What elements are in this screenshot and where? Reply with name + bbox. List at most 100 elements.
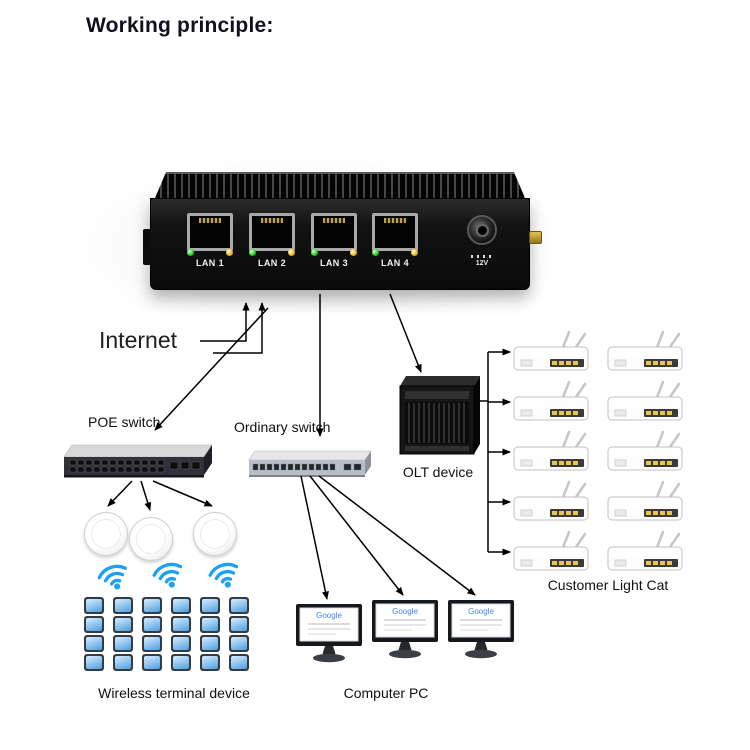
router-device: LAN 1 LAN 2 LAN 3 LAN 4 1 — [143, 172, 542, 290]
monitor-screen-text: Google — [468, 607, 494, 616]
cpe-router-graphic — [512, 530, 592, 574]
phone-screen — [173, 618, 189, 631]
phone-icon — [229, 654, 249, 671]
mount-tab — [143, 229, 151, 265]
phone-icon — [113, 635, 133, 652]
internet-label: Internet — [99, 327, 177, 353]
phone-icon — [229, 616, 249, 633]
access-point-icon — [129, 517, 173, 561]
phone-screen — [115, 656, 131, 669]
port-label: LAN 1 — [195, 258, 224, 268]
phone-icon — [229, 597, 249, 614]
phone-icon — [200, 616, 220, 633]
cpe-router-graphic — [512, 480, 592, 524]
phone-icon — [113, 597, 133, 614]
phone-screen — [231, 599, 247, 612]
phone-screen — [115, 599, 131, 612]
led-green-icon — [249, 249, 256, 256]
cpe-router-icon — [513, 380, 589, 421]
phone-icon — [142, 597, 162, 614]
poe-switch-label: POE switch — [88, 414, 161, 430]
port-label: LAN 4 — [380, 258, 409, 268]
page-title: Working principle: — [86, 14, 274, 37]
port-pins-icon — [383, 218, 407, 223]
lan-port-3: LAN 3 — [311, 213, 357, 268]
phone-screen — [86, 656, 102, 669]
power-jack-icon — [467, 215, 497, 245]
phone-icon — [113, 654, 133, 671]
led-amber-icon — [350, 249, 357, 256]
monitor-screen-text: Google — [392, 607, 418, 616]
phone-icon — [200, 635, 220, 652]
cpe-router-graphic — [606, 530, 686, 574]
phone-screen — [231, 656, 247, 669]
port-label: LAN 3 — [319, 258, 348, 268]
phone-screen — [86, 618, 102, 631]
led-amber-icon — [226, 249, 233, 256]
cpe-router-icon — [513, 330, 589, 371]
phone-icon — [84, 635, 104, 652]
wifi-icon — [97, 564, 127, 590]
phone-icon — [200, 654, 220, 671]
monitor-screen-text: Google — [316, 611, 342, 620]
phone-icon — [84, 654, 104, 671]
phone-icon — [142, 616, 162, 633]
monitor-icon: Google — [296, 604, 362, 663]
router-front-panel: LAN 1 LAN 2 LAN 3 LAN 4 1 — [143, 198, 542, 290]
led-amber-icon — [411, 249, 418, 256]
cpe-router-graphic — [512, 430, 592, 474]
phone-screen — [86, 637, 102, 650]
phone-screen — [173, 599, 189, 612]
led-green-icon — [187, 249, 194, 256]
phone-screen — [231, 637, 247, 650]
cpe-router-graphic — [606, 480, 686, 524]
cpe-router-icon — [607, 330, 683, 371]
access-point-icon — [84, 512, 128, 556]
lan-port-1: LAN 1 — [187, 213, 233, 268]
cpe-router-icon — [607, 430, 683, 471]
phone-icon — [171, 597, 191, 614]
led-green-icon — [372, 249, 379, 256]
phone-icon — [142, 654, 162, 671]
phone-screen — [202, 618, 218, 631]
heatsink-fins-icon — [155, 172, 525, 198]
cpe-router-graphic — [512, 330, 592, 374]
phone-screen — [144, 637, 160, 650]
phone-screen — [231, 618, 247, 631]
power-label: 12V — [475, 260, 489, 267]
port-pins-icon — [198, 218, 222, 223]
power-indicator-dots-icon — [471, 255, 495, 258]
phone-screen — [202, 599, 218, 612]
olt-device-graphic — [399, 376, 480, 455]
cpe-router-graphic — [606, 380, 686, 424]
cpe-router-icon — [607, 530, 683, 571]
ordinary-switch-graphic — [248, 450, 372, 477]
phone-icon — [113, 616, 133, 633]
cpe-router-icon — [513, 480, 589, 521]
cpe-router-graphic — [606, 430, 686, 474]
port-pins-icon — [260, 218, 284, 223]
phone-screen — [173, 656, 189, 669]
phone-grid — [84, 597, 250, 671]
phone-screen — [144, 599, 160, 612]
phone-screen — [144, 618, 160, 631]
phone-icon — [84, 597, 104, 614]
cpe-router-icon — [607, 480, 683, 521]
monitor-icon: Google — [448, 600, 514, 659]
phone-screen — [173, 637, 189, 650]
cpe-router-icon — [607, 380, 683, 421]
phone-screen — [115, 637, 131, 650]
phone-icon — [171, 616, 191, 633]
customer-light-cat-label: Customer Light Cat — [547, 577, 669, 593]
access-point-icon — [193, 512, 237, 556]
ordinary-switch-label: Ordinary switch — [234, 419, 331, 435]
phone-icon — [171, 654, 191, 671]
cpe-router-icon — [513, 530, 589, 571]
cpe-router-icon — [513, 430, 589, 471]
poe-switch-graphic — [63, 444, 213, 478]
cpe-router-graphic — [512, 380, 592, 424]
phone-screen — [115, 618, 131, 631]
wireless-terminal-label: Wireless terminal device — [98, 685, 250, 701]
lan-port-4: LAN 4 — [372, 213, 418, 268]
monitor-icon: Google — [372, 600, 438, 659]
